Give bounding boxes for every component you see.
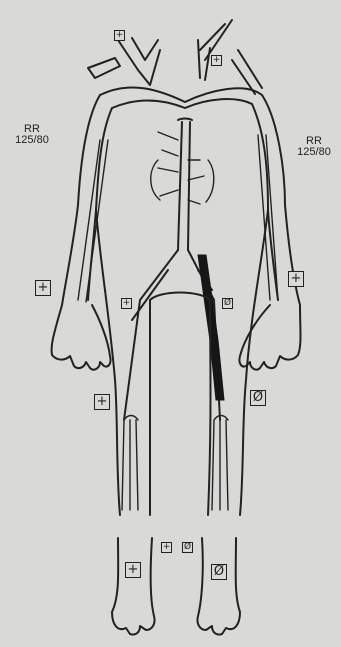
right-carotid-artery (118, 38, 160, 85)
descending-aorta (178, 122, 190, 250)
right-tibial-arteries (122, 416, 138, 511)
torso-inner-right (252, 104, 278, 300)
pulse-present-marker: + (94, 394, 110, 410)
pulse-present-marker: + (114, 30, 125, 41)
aorta-top-cap (178, 119, 192, 121)
pulse-present-marker: + (121, 298, 132, 309)
right-hand (52, 305, 111, 370)
pulse-absent-marker: Ø (182, 542, 193, 553)
pulse-present-marker: + (161, 542, 172, 553)
bp-right-value: 125/80 (294, 147, 334, 158)
left-tibial-arteries (212, 416, 228, 511)
bp-left-value: 125/80 (12, 135, 52, 146)
right-foot (112, 538, 155, 635)
pulse-present-marker: + (288, 271, 304, 287)
crotch (150, 293, 210, 301)
right-subclavian-artery (88, 58, 120, 78)
pulse-present-marker: + (35, 280, 51, 296)
kidney-left (151, 160, 160, 200)
pulse-absent-marker: Ø (250, 390, 266, 406)
left-foot (197, 538, 240, 635)
pulse-absent-marker: Ø (222, 298, 233, 309)
left-leg-inner (208, 300, 211, 515)
left-carotid-artery (198, 20, 232, 80)
pulse-absent-marker: Ø (211, 564, 227, 580)
pulse-present-marker: + (125, 562, 141, 578)
kidney-right (206, 160, 214, 202)
pulse-present-marker: + (211, 55, 222, 66)
